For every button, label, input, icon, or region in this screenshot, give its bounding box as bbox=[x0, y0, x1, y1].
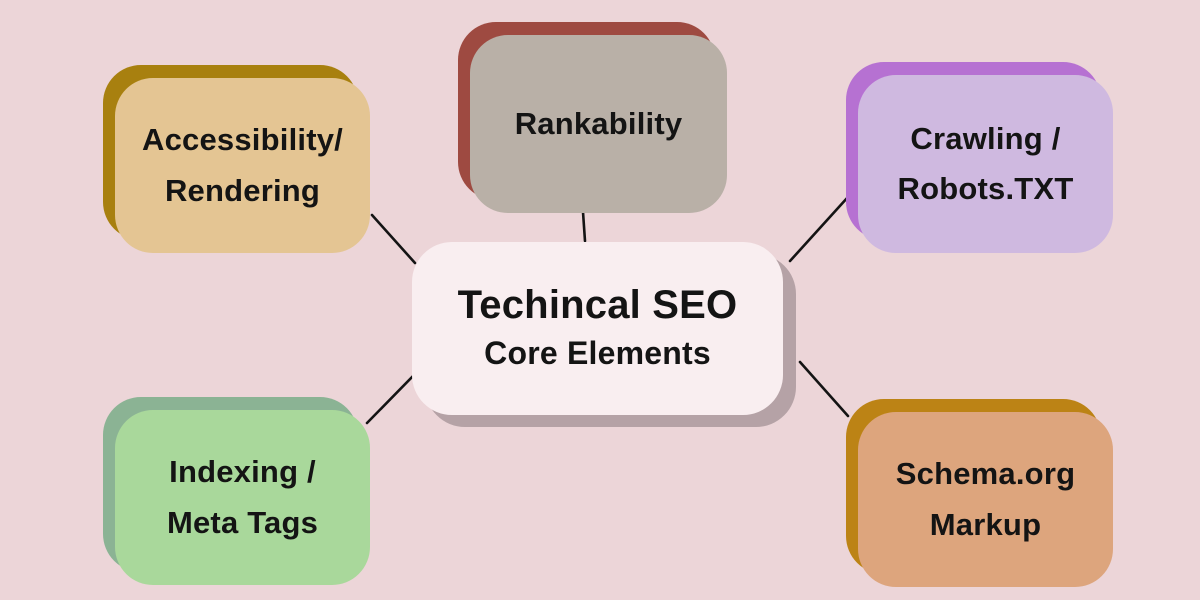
connector-accessibility bbox=[370, 213, 417, 265]
connector-crawling bbox=[788, 195, 850, 263]
node-central-technical-seo: Techincal SEO Core Elements bbox=[412, 242, 783, 415]
node-indexing-meta-tags: Indexing / Meta Tags bbox=[103, 397, 370, 585]
node-label: Rankability bbox=[515, 99, 683, 149]
diagram-subtitle: Core Elements bbox=[484, 335, 711, 372]
node-label-line: Meta Tags bbox=[166, 504, 319, 540]
node-card: Accessibility/ Rendering bbox=[115, 78, 370, 253]
node-label: Indexing / Meta Tags bbox=[167, 447, 318, 547]
node-label-line: Accessibility/ bbox=[142, 122, 343, 158]
node-label-line: Markup bbox=[929, 506, 1042, 542]
connector-schema bbox=[798, 360, 850, 418]
node-card: Rankability bbox=[470, 35, 727, 213]
node-label-line: Indexing / bbox=[169, 454, 316, 490]
node-label: Accessibility/ Rendering bbox=[142, 115, 343, 215]
node-label-line: Crawling / bbox=[910, 120, 1061, 156]
node-card: Indexing / Meta Tags bbox=[115, 410, 370, 585]
node-label-line: Rankability bbox=[514, 105, 683, 141]
node-label: Crawling / Robots.TXT bbox=[898, 114, 1074, 214]
node-label: Schema.org Markup bbox=[896, 449, 1075, 549]
node-label-line: Robots.TXT bbox=[897, 171, 1074, 206]
central-card: Techincal SEO Core Elements bbox=[412, 242, 783, 415]
node-card: Schema.org Markup bbox=[858, 412, 1113, 587]
node-label-line: Schema.org bbox=[895, 456, 1076, 492]
node-label-line: Rendering bbox=[164, 172, 321, 208]
node-crawling-robots: Crawling / Robots.TXT bbox=[846, 62, 1113, 253]
diagram-title: Techincal SEO bbox=[457, 283, 738, 328]
node-card: Crawling / Robots.TXT bbox=[858, 75, 1113, 253]
connector-indexing bbox=[365, 372, 417, 425]
node-schema-org-markup: Schema.org Markup bbox=[846, 399, 1113, 587]
node-rankability: Rankability bbox=[458, 22, 727, 213]
node-accessibility-rendering: Accessibility/ Rendering bbox=[103, 65, 370, 253]
connector-rankability bbox=[581, 210, 587, 243]
